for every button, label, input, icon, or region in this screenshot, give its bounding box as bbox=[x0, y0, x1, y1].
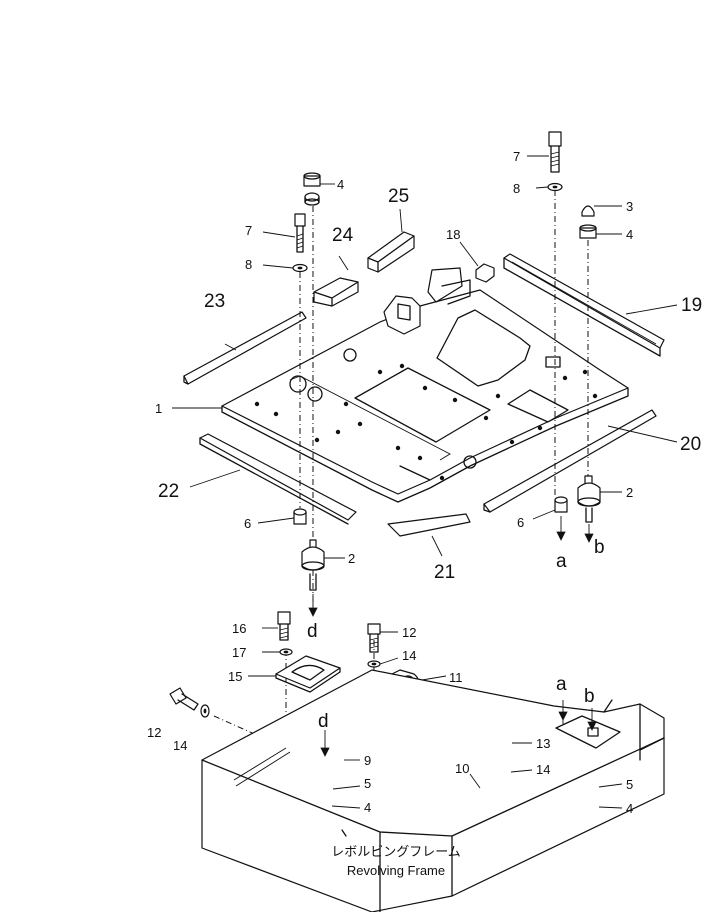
label-part-7: 7 bbox=[245, 223, 252, 238]
label-part-4: 4 bbox=[364, 800, 371, 815]
clip-18 bbox=[475, 263, 495, 283]
label-part-4: 4 bbox=[626, 227, 633, 242]
label-part-2: 2 bbox=[348, 551, 355, 566]
label-part-11: 11 bbox=[449, 670, 463, 685]
strip-20 bbox=[483, 409, 657, 513]
label-part-4: 4 bbox=[626, 801, 633, 816]
label-part-23: 23 bbox=[204, 291, 225, 312]
ref-d-frame: d bbox=[318, 711, 329, 732]
label-part-19: 19 bbox=[681, 295, 702, 316]
label-part-15: 15 bbox=[228, 669, 242, 684]
strip-21 bbox=[387, 513, 471, 537]
ref-a-frame: a bbox=[556, 674, 567, 695]
label-part-6: 6 bbox=[517, 515, 524, 530]
label-part-1: 1 bbox=[155, 401, 162, 416]
label-part-18: 18 bbox=[446, 227, 460, 242]
frame-label-japanese: レボルビングフレーム bbox=[331, 844, 461, 859]
part-labels: 4 7 8 24 25 18 23 1 22 6 2 7 8 3 4 19 20… bbox=[147, 149, 702, 816]
ref-a-top: a bbox=[556, 551, 567, 572]
label-part-14: 14 bbox=[173, 738, 187, 753]
ref-d-top: d bbox=[307, 621, 318, 642]
block-25 bbox=[367, 231, 415, 273]
label-part-4: 4 bbox=[337, 177, 344, 192]
leader-lines bbox=[172, 155, 678, 809]
ref-b-top: b bbox=[594, 537, 605, 558]
floor-plate bbox=[221, 267, 629, 503]
label-part-8: 8 bbox=[513, 181, 520, 196]
label-part-17: 17 bbox=[232, 645, 246, 660]
revolving-frame bbox=[201, 669, 665, 912]
label-part-8: 8 bbox=[245, 257, 252, 272]
block-24 bbox=[313, 277, 359, 307]
label-part-3: 3 bbox=[626, 199, 633, 214]
label-part-5: 5 bbox=[626, 777, 633, 792]
label-part-5: 5 bbox=[364, 776, 371, 791]
label-part-2: 2 bbox=[626, 485, 633, 500]
label-part-21: 21 bbox=[434, 562, 455, 583]
ref-b-frame: b bbox=[584, 686, 595, 707]
label-part-14: 14 bbox=[402, 648, 416, 663]
label-part-20: 20 bbox=[680, 434, 701, 455]
label-part-16: 16 bbox=[232, 621, 246, 636]
strip-19 bbox=[503, 253, 665, 357]
reference-letters: a b d a b d bbox=[307, 537, 605, 732]
plate-holes bbox=[254, 363, 598, 481]
label-part-9: 9 bbox=[364, 753, 371, 768]
label-part-25: 25 bbox=[388, 186, 409, 207]
label-part-10: 10 bbox=[455, 761, 469, 776]
label-part-24: 24 bbox=[332, 225, 354, 246]
label-part-14: 14 bbox=[536, 762, 550, 777]
label-part-12: 12 bbox=[402, 625, 416, 640]
label-part-13: 13 bbox=[536, 736, 550, 751]
strip-23 bbox=[183, 311, 307, 385]
label-part-22: 22 bbox=[158, 481, 179, 502]
label-part-6: 6 bbox=[244, 516, 251, 531]
frame-label-english: Revolving Frame bbox=[347, 863, 445, 878]
label-part-7: 7 bbox=[513, 149, 520, 164]
strip-22 bbox=[199, 433, 357, 525]
label-part-12: 12 bbox=[147, 725, 161, 740]
